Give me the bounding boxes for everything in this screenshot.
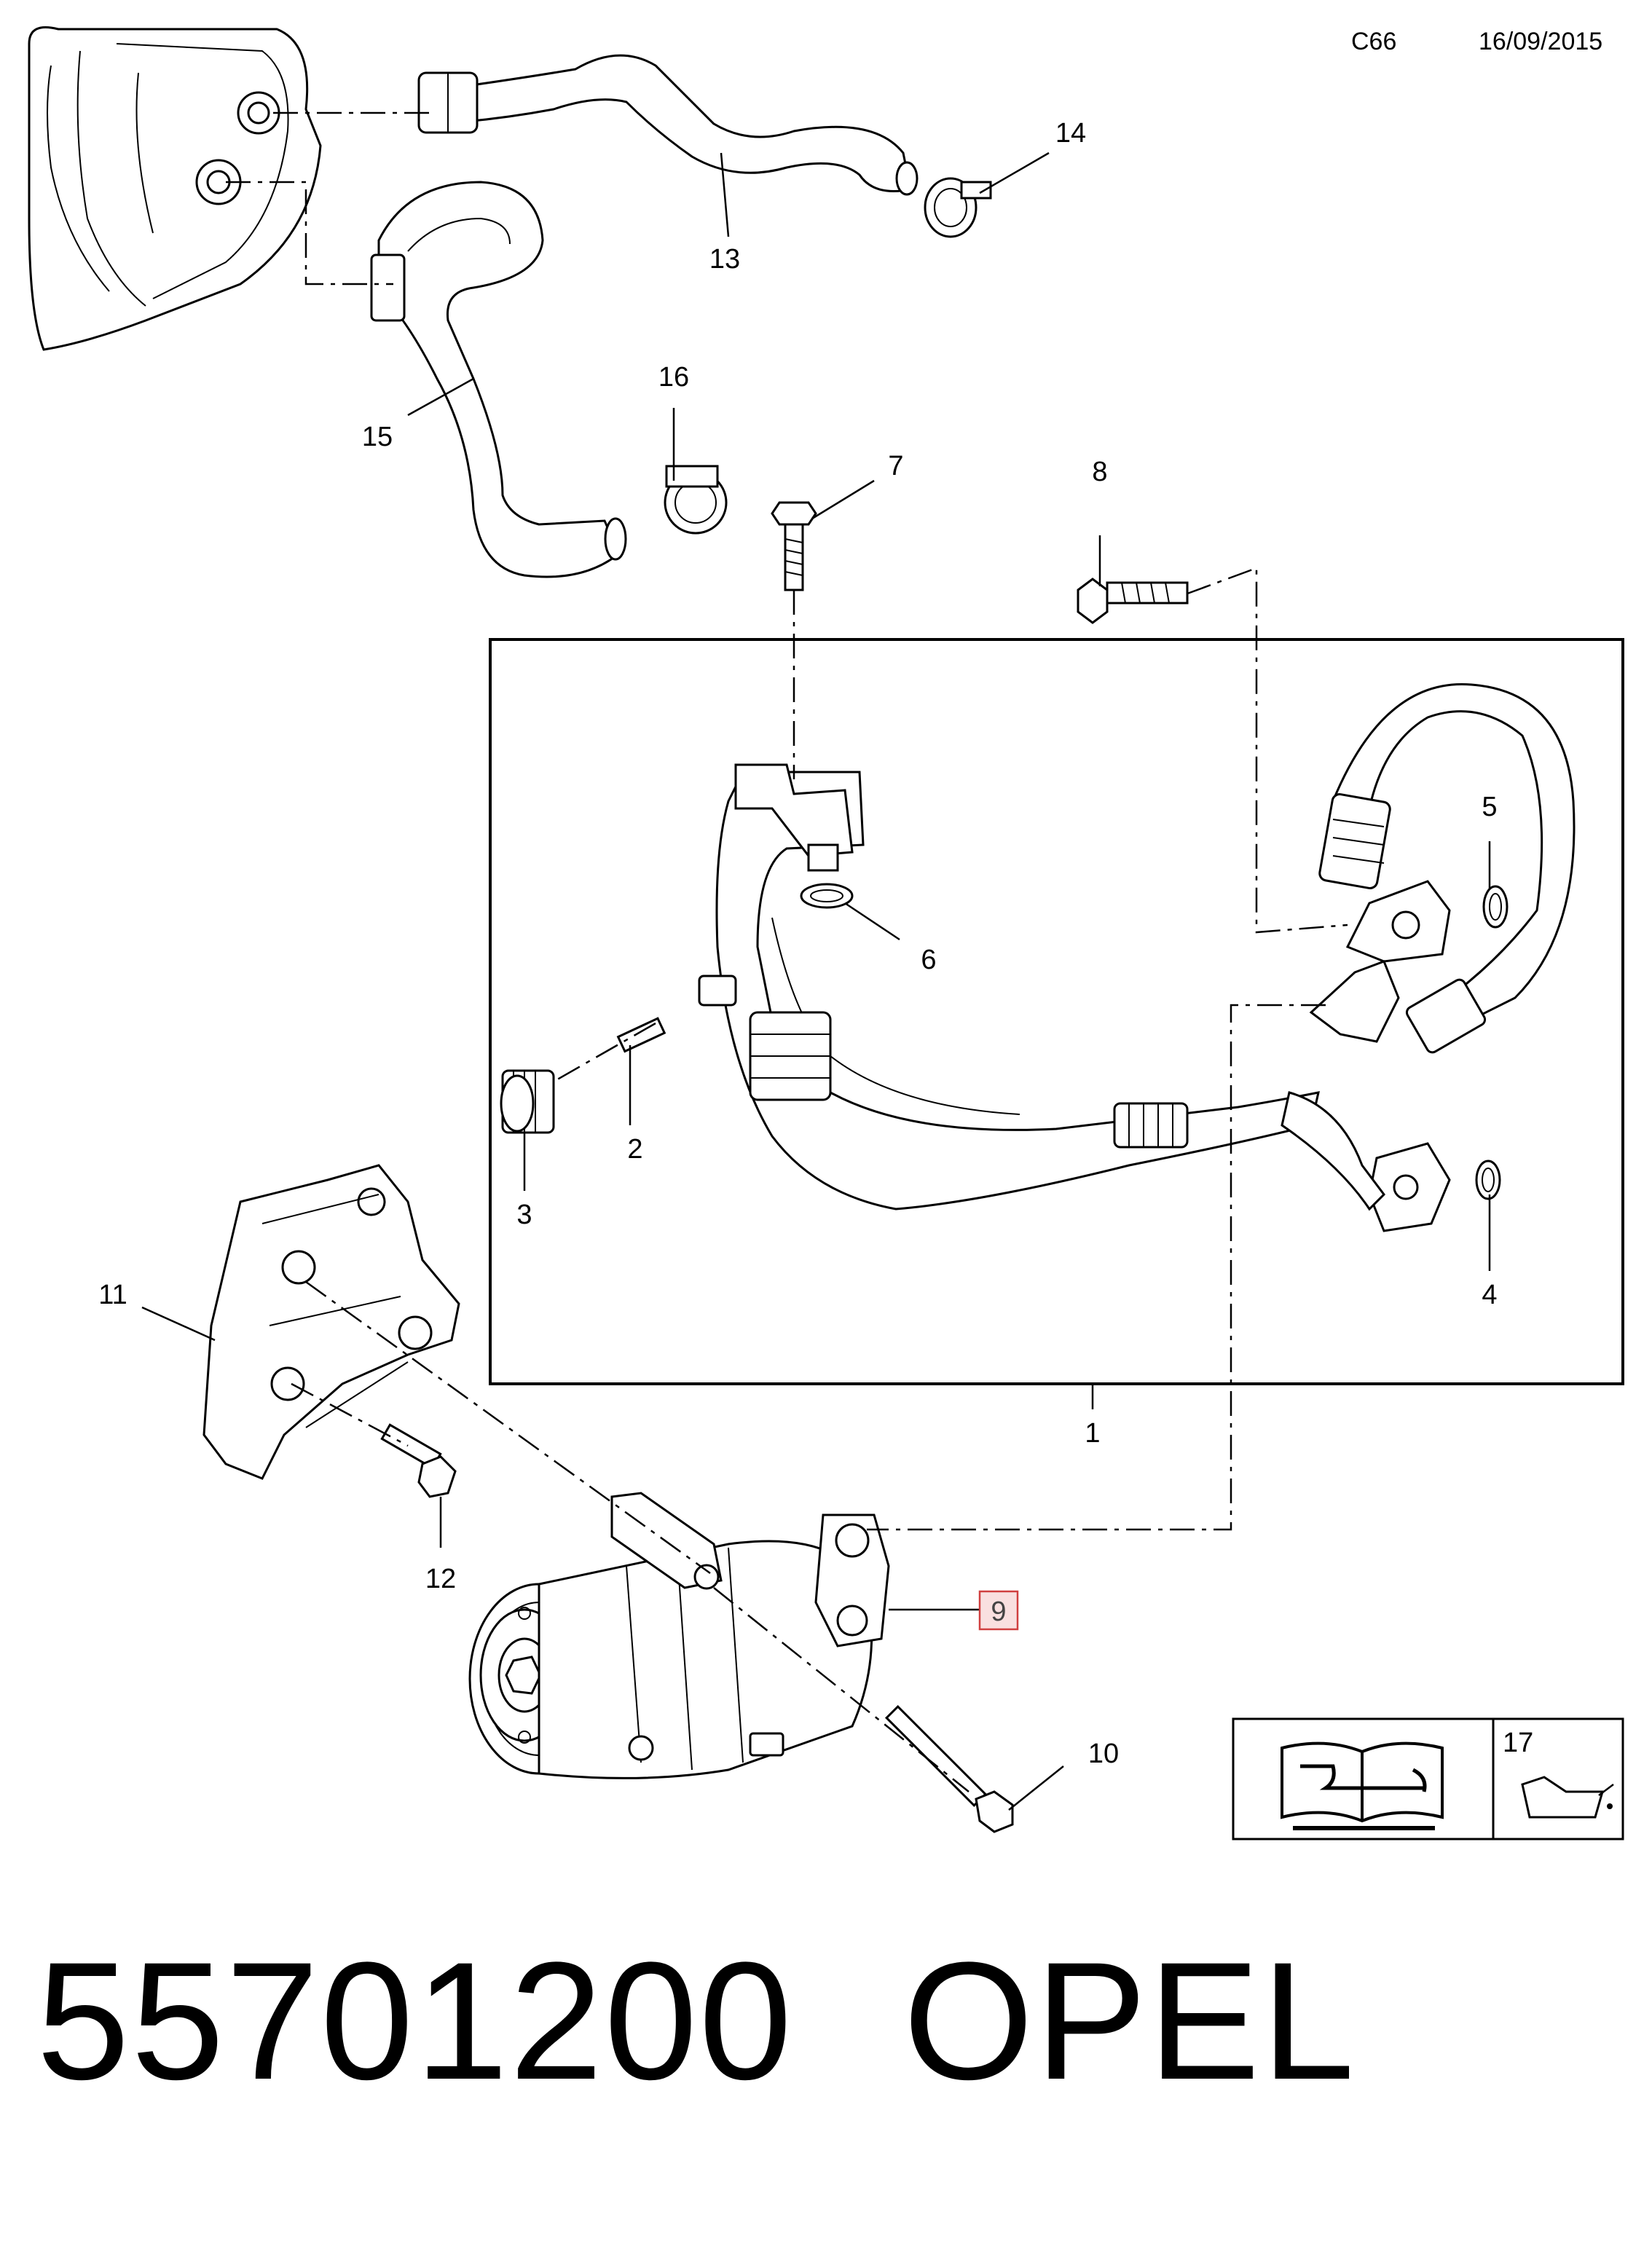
engine-housing (28, 26, 322, 351)
bolt-7 (771, 501, 817, 591)
callout-2: 2 (627, 1134, 642, 1165)
coolant-hose-13 (417, 54, 919, 196)
hose-clamp-16 (664, 465, 728, 535)
bolt-10 (884, 1704, 1014, 1833)
callout-14: 14 (1055, 118, 1086, 149)
hose-clamp-14 (924, 177, 992, 238)
compressor-bracket-11 (202, 1164, 460, 1480)
coolant-hose-15 (370, 181, 627, 578)
callout-1: 1 (1085, 1418, 1100, 1449)
callout-labels: 1 2 3 4 5 6 7 8 10 11 12 13 14 15 16 (98, 118, 1497, 1769)
callout-10: 10 (1088, 1739, 1119, 1769)
callout-3: 3 (516, 1200, 532, 1230)
callout-5: 5 (1482, 792, 1497, 822)
callout-4: 4 (1482, 1280, 1497, 1310)
callout-16: 16 (658, 362, 689, 393)
page-code: C66 (1351, 28, 1397, 55)
brand-name: OPEL (903, 1927, 1356, 2114)
leader-lines (141, 151, 1491, 1811)
parts-diagram: 1 2 3 4 5 6 7 8 10 11 12 13 14 15 16 9 (28, 26, 1624, 1841)
assembly-lines (226, 111, 1348, 1792)
callout-6: 6 (921, 945, 936, 975)
callout-9: 9 (991, 1597, 1006, 1627)
repair-manual-icon (1281, 1741, 1444, 1830)
oil-can-icon (1521, 1776, 1614, 1819)
callout-8: 8 (1092, 457, 1107, 487)
callout-9-highlight[interactable]: 9 (978, 1590, 1019, 1631)
callout-7: 7 (888, 451, 903, 481)
callout-17: 17 (1503, 1728, 1533, 1758)
callout-11: 11 (98, 1280, 127, 1310)
refrigerant-line-assembly (698, 682, 1576, 1232)
o-ring-seals (800, 883, 1509, 1200)
bolt-8 (1077, 578, 1189, 624)
valve-cap-3 (500, 1069, 555, 1134)
callout-15: 15 (362, 422, 393, 452)
assembly-frame (489, 638, 1624, 1385)
legend-box: 17 (1232, 1717, 1624, 1841)
valve-core-2 (616, 1017, 666, 1053)
bolt-12 (380, 1423, 457, 1498)
callout-12: 12 (425, 1564, 456, 1594)
ac-compressor-9 (468, 1492, 890, 1779)
callout-13: 13 (709, 244, 740, 275)
part-number: 55701200 (36, 1927, 794, 2114)
page-date: 16/09/2015 (1479, 28, 1603, 55)
